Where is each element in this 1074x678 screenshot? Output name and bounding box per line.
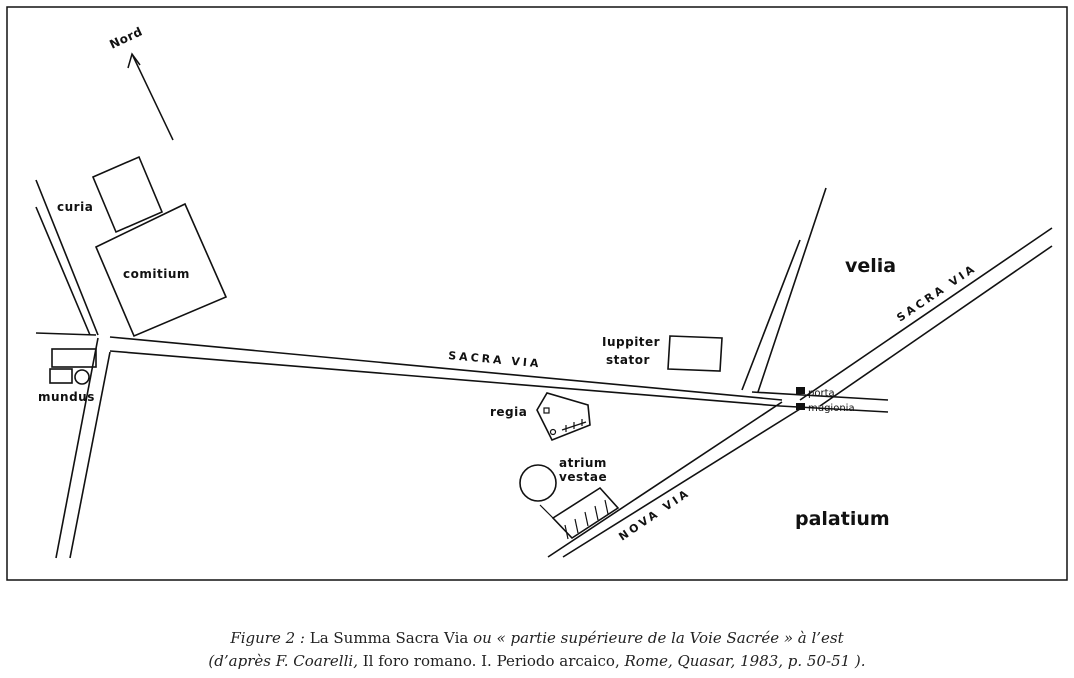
porta-marker <box>796 387 805 394</box>
iuppiter-stator-temple <box>667 335 723 372</box>
north-label: Nord <box>107 24 144 51</box>
sacra-via-east-label: SACRA VIA <box>894 261 979 324</box>
palatium-label: palatium <box>795 508 890 530</box>
vestae-label: vestae <box>559 470 607 484</box>
mundus-circle <box>74 369 90 385</box>
mundus-label: mundus <box>38 390 95 404</box>
mundus-rect <box>51 348 97 368</box>
curia-label: curia <box>57 200 93 214</box>
figure-caption-line-1: Figure 2 : La Summa Sacra Via ou « parti… <box>0 629 1074 647</box>
buildings <box>49 155 723 540</box>
caption-source-publisher: Rome, Quasar, 1983, p. 50-51 ). <box>624 652 866 670</box>
atrium-label: atrium <box>559 456 607 470</box>
mugionia-label: mugionia <box>808 403 855 414</box>
caption-figure-number: Figure 2 : <box>230 629 310 647</box>
north-arrow <box>127 52 174 141</box>
regia-detail-square <box>543 407 550 414</box>
map-border <box>6 6 1068 581</box>
map-figure: Nord curia comitium mundus SACRA VIA <box>6 6 1068 581</box>
vesta-temple <box>519 464 557 502</box>
caption-source-author: (d’après F. Coarelli, <box>208 652 363 670</box>
iuppiter-label: Iuppiter <box>602 335 660 349</box>
comitium-label: comitium <box>123 267 190 281</box>
mundus-small-rect <box>49 368 73 384</box>
mugionia-marker <box>796 403 805 410</box>
figure-caption-line-2: (d’après F. Coarelli, Il foro romano. I.… <box>0 652 1074 670</box>
regia-building <box>536 392 591 442</box>
caption-source-title: Il foro romano. I. Periodo arcaico, <box>362 652 625 670</box>
comitium-area <box>94 202 228 338</box>
building-details <box>539 407 609 540</box>
caption-title: La Summa Sacra Via <box>309 629 474 647</box>
streets <box>35 179 1053 559</box>
stator-label: stator <box>606 353 650 367</box>
nova-via-label: NOVA VIA <box>616 486 692 543</box>
atrium-vestae-building <box>551 486 620 540</box>
map-svg: Nord curia comitium mundus SACRA VIA <box>6 6 1068 581</box>
curia-building <box>91 155 164 234</box>
porta-label: porta <box>808 388 835 399</box>
velia-label: velia <box>845 255 896 277</box>
regia-label: regia <box>490 405 527 419</box>
regia-detail-circle <box>549 428 557 436</box>
caption-subtitle: ou « partie supérieure de la Voie Sacrée… <box>473 629 844 647</box>
sacra-via-west-label: SACRA VIA <box>448 349 542 370</box>
